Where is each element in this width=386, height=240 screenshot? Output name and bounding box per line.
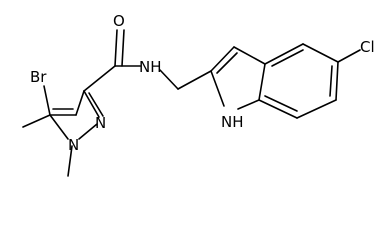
atom-pyrazole-n2: N: [95, 114, 106, 132]
bond-c3-carbonyl: [83, 65, 116, 92]
bond-c3-c3a: [233, 46, 266, 65]
bond-c4-c3: [75, 90, 85, 116]
bond-n2-n1: [78, 123, 98, 140]
atom-pyrazole-n1: N: [68, 136, 79, 154]
atom-chlorine: Cl: [360, 38, 375, 56]
bond-n1-c2: [210, 70, 225, 107]
bond-c4-c5: [302, 43, 339, 63]
bond-ch2-c2: [177, 70, 212, 90]
atom-carbonyl-oxygen: O: [113, 12, 125, 30]
bond-c2-c3-double: [216, 52, 238, 74]
bond-c7a-n1: [237, 99, 260, 110]
structure-diagram: Br O NH Cl N N NH: [22, 12, 375, 177]
bond-n1-methyl: [67, 145, 73, 177]
bond-carbonyl-o: [114, 29, 118, 67]
atom-indole-nitrogen: NH: [221, 113, 244, 131]
bond-c3a-c4-double: [271, 49, 304, 67]
bond-c5-c6-double: [329, 65, 333, 97]
bond-c3a-c7a: [258, 63, 266, 101]
bond-c3a-c4: [264, 43, 304, 65]
bond-c3-n2-double: [88, 92, 104, 117]
bond-c5-methyl: [22, 114, 51, 128]
bond-c7-c7a-double: [264, 95, 298, 112]
bond-c7-c7a: [258, 99, 298, 119]
bond-c5-c6: [335, 61, 339, 101]
bond-n1-c5: [49, 114, 69, 140]
molecule-drawing: Br O NH Cl N N NH: [22, 12, 375, 177]
atom-amide-nitrogen: NH: [139, 58, 162, 76]
bond-carbonyl-o-double: [121, 29, 125, 67]
atom-bromine: Br: [30, 68, 47, 86]
bond-c5-cl: [337, 49, 361, 63]
bond-c6-c7: [296, 99, 337, 119]
bond-c3-n2: [83, 90, 100, 118]
bond-c2-c3: [210, 46, 235, 72]
bond-c4-br: [43, 85, 51, 116]
bond-n-ch2: [159, 69, 179, 90]
